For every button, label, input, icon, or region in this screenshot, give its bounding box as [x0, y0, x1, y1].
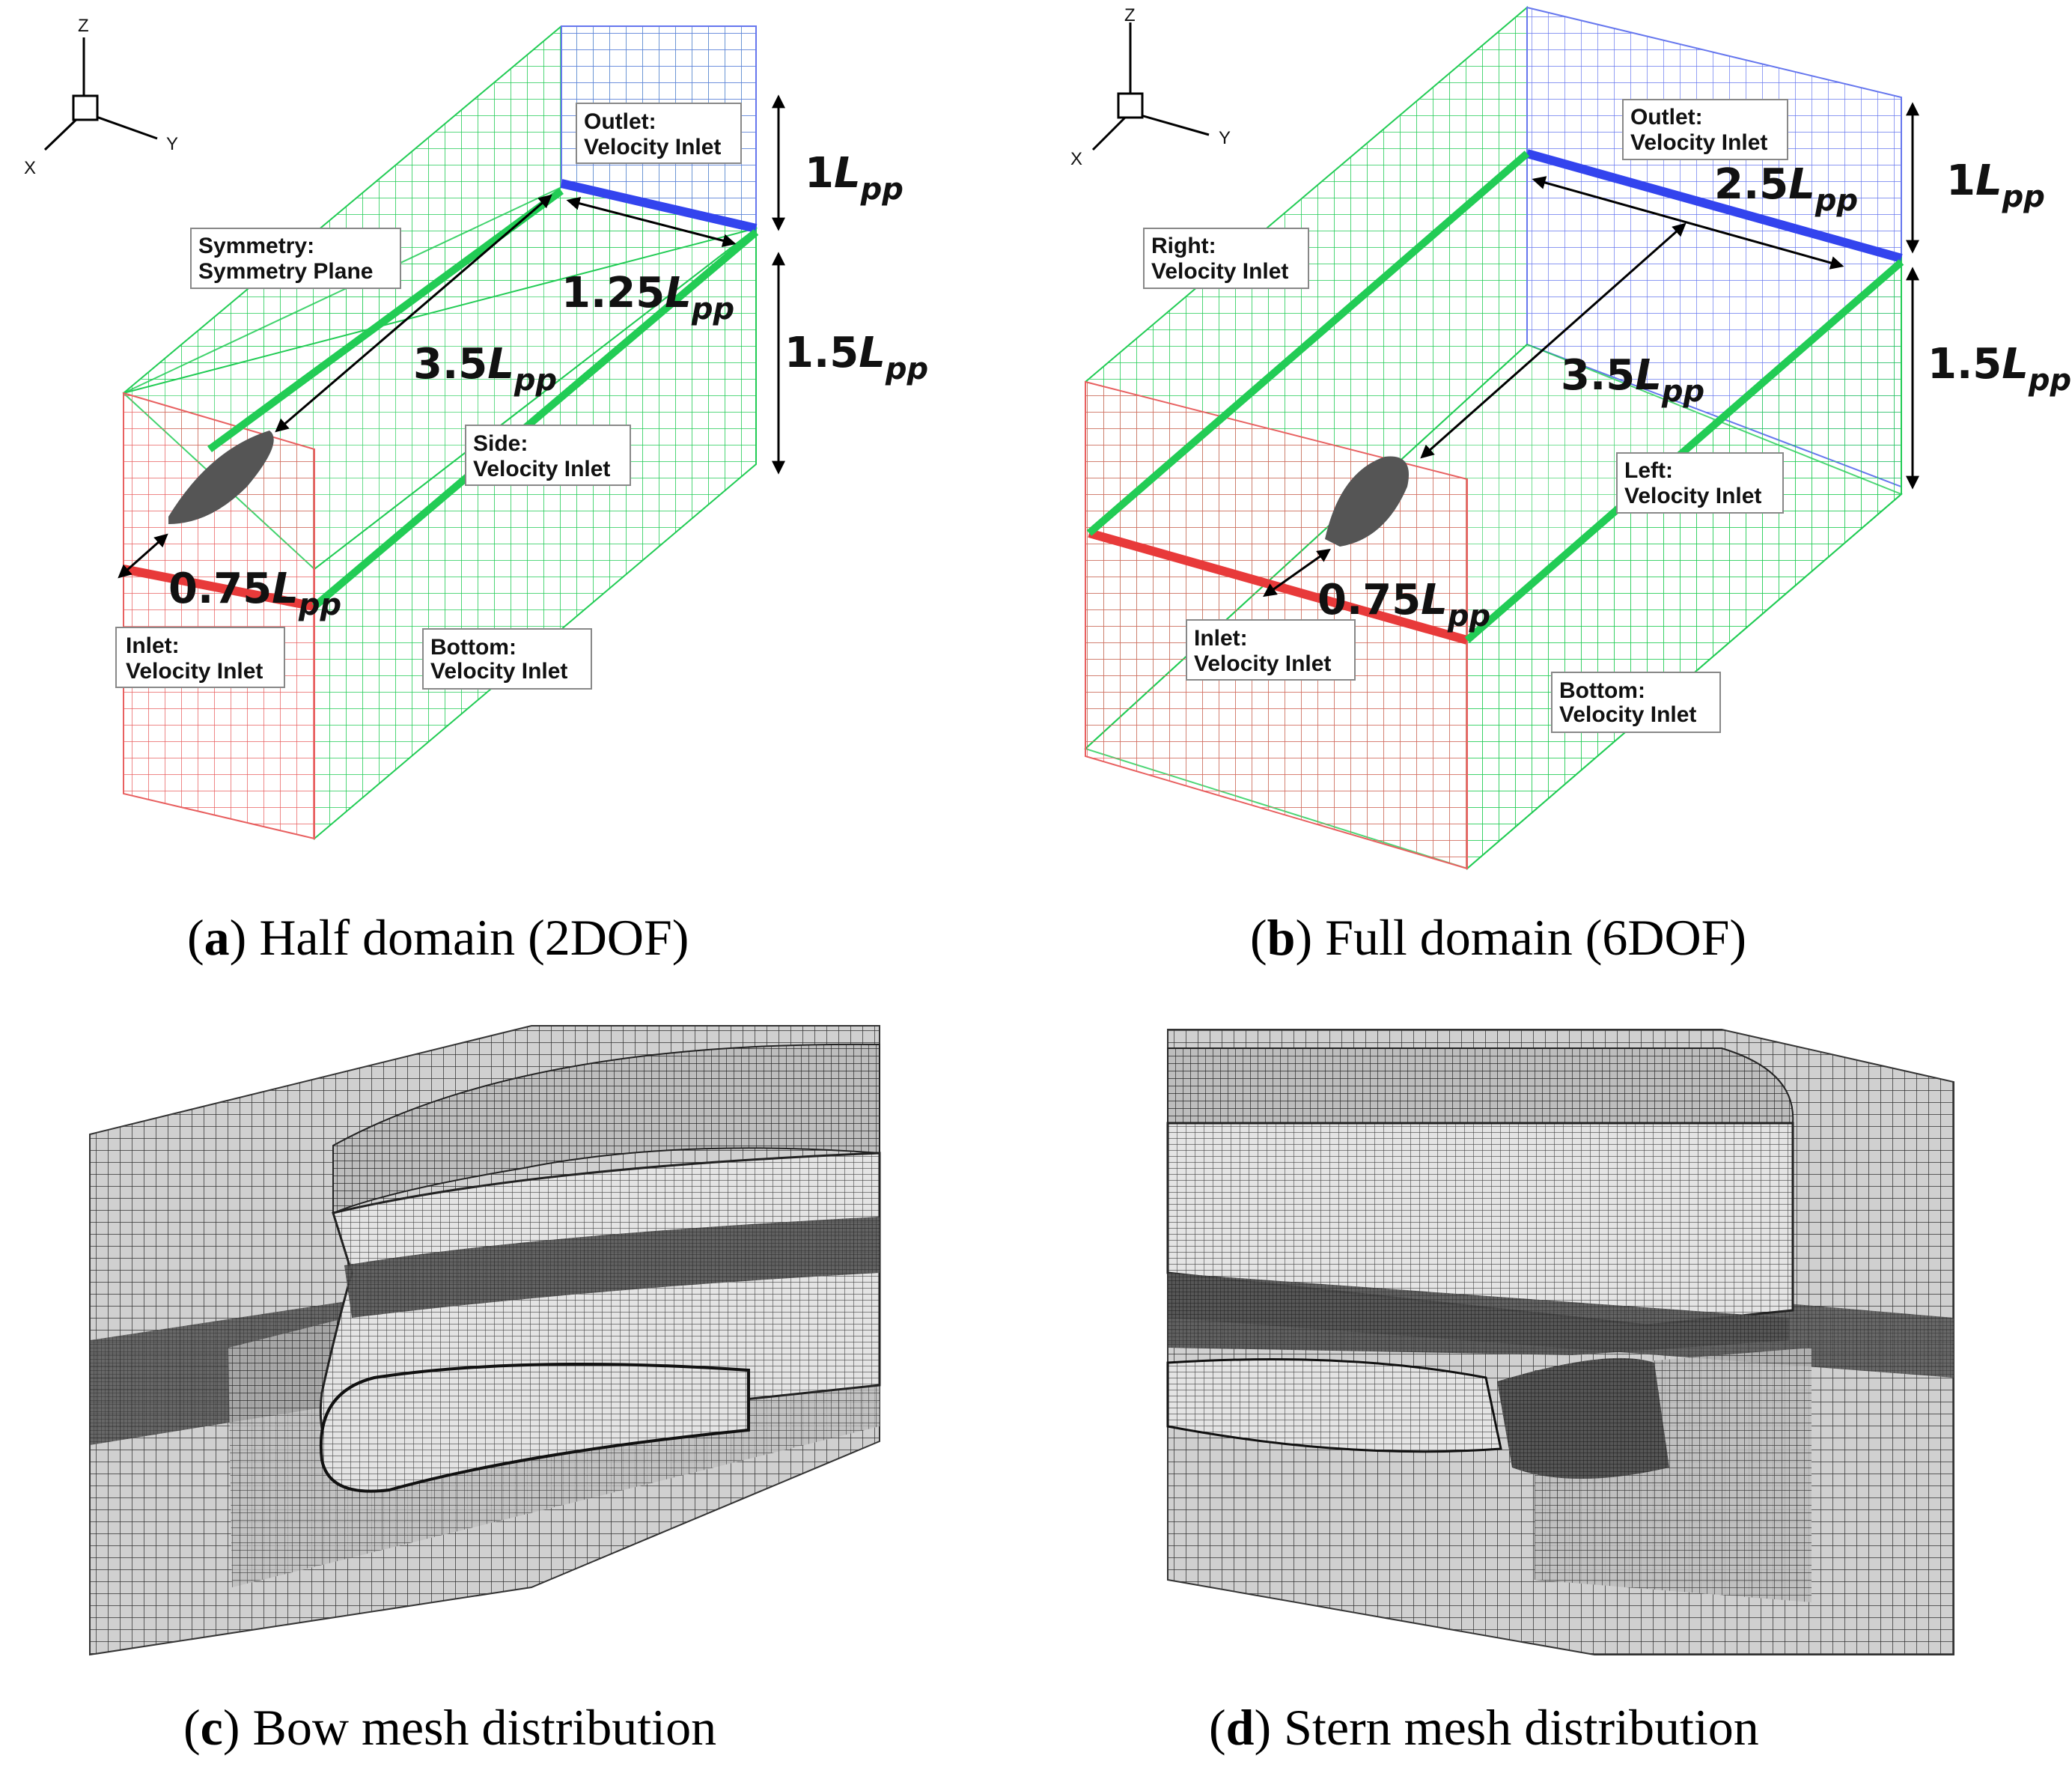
axis-y-label: Y [1219, 128, 1231, 148]
dim-075lpp-a: 0.75Lpp [168, 565, 341, 622]
axis-x-label: X [1070, 149, 1082, 169]
label-left-b: Left: Velocity Inlet [1616, 452, 1784, 514]
svg-text:Symmetry:: Symmetry: [198, 234, 314, 258]
right-waterline-b [1086, 150, 1530, 536]
dim-35lpp-b: 3.5Lpp [1561, 351, 1704, 409]
svg-text:Right:: Right: [1151, 234, 1216, 258]
dim-15lpp-a: 1.5Lpp [784, 329, 928, 386]
axis-y-label: Y [166, 134, 178, 154]
label-outlet-b: Outlet: Velocity Inlet [1622, 99, 1788, 160]
dim-125lpp-a: 1.25Lpp [561, 269, 734, 326]
svg-text:Left:: Left: [1624, 458, 1673, 483]
hull-b [1325, 456, 1409, 547]
panel-a: Z Y X Outlet: Velocity Inlet Symmetr [24, 16, 928, 966]
svg-text:Velocity Inlet: Velocity Inlet [430, 659, 567, 684]
panel-c: (c) Bow mesh distribution [89, 1025, 881, 1756]
label-right-b: Right: Velocity Inlet [1143, 228, 1309, 289]
axis-triad-a: Z Y X [24, 16, 178, 178]
svg-text:Velocity Inlet: Velocity Inlet [1559, 702, 1696, 727]
caption-a: (a) Half domain (2DOF) [187, 909, 689, 966]
svg-text:Inlet:: Inlet: [1194, 626, 1248, 651]
dim-arrow-075lpp-a [118, 533, 168, 579]
svg-text:Velocity Inlet: Velocity Inlet [1630, 130, 1767, 155]
label-inlet-b: Inlet: Velocity Inlet [1186, 619, 1356, 681]
label-bottom-b: Bottom: Velocity Inlet [1551, 672, 1721, 733]
stern-waterline-band [1168, 1273, 1789, 1355]
axis-z-label: Z [78, 16, 89, 36]
svg-text:Velocity Inlet: Velocity Inlet [1151, 259, 1288, 284]
dim-arrow-35lpp-a [275, 194, 552, 433]
dim-1lpp-b: 1Lpp [1946, 156, 2045, 214]
dim-arrow-35lpp-b [1420, 222, 1686, 459]
axis-triad-b: Z Y X [1070, 5, 1231, 169]
svg-text:Velocity Inlet: Velocity Inlet [1624, 484, 1761, 508]
bulbous-bow [319, 1363, 750, 1493]
bow-waterline-band [344, 1217, 880, 1318]
label-bottom-a: Bottom: Velocity Inlet [422, 628, 592, 690]
dim-075lpp-b: 0.75Lpp [1317, 576, 1490, 633]
svg-text:Outlet:: Outlet: [584, 109, 656, 134]
propeller-region [1497, 1357, 1669, 1479]
caption-b: (b) Full domain (6DOF) [1250, 909, 1746, 966]
hull-a [168, 431, 274, 524]
svg-text:Velocity Inlet: Velocity Inlet [126, 659, 263, 684]
propeller-shaft [1166, 1358, 1502, 1453]
label-outlet-a: Outlet: Velocity Inlet [576, 103, 742, 164]
dim-25lpp-b: 2.5Lpp [1714, 160, 1858, 218]
dim-arrow-25lpp-b [1532, 176, 1844, 270]
dim-arrow-125lpp-a [566, 196, 737, 248]
caption-d: (d) Stern mesh distribution [1209, 1699, 1759, 1756]
svg-text:Side:: Side: [473, 431, 528, 456]
panel-b: Z Y X Outlet: Velocity Inlet Right: Velo… [1070, 5, 2071, 966]
panel-d: (d) Stern mesh distribution [1166, 1029, 1954, 1756]
label-side-a: Side: Velocity Inlet [465, 425, 631, 486]
dim-1lpp-a: 1Lpp [805, 149, 904, 207]
label-inlet-a: Inlet: Velocity Inlet [115, 627, 285, 688]
dim-arrow-075lpp-b [1263, 548, 1331, 597]
svg-text:Velocity Inlet: Velocity Inlet [1194, 651, 1331, 676]
axis-z-label: Z [1124, 5, 1136, 25]
dim-15lpp-b: 1.5Lpp [1928, 340, 2071, 398]
label-symmetry-a: Symmetry: Symmetry Plane [190, 228, 401, 289]
caption-c: (c) Bow mesh distribution [183, 1699, 716, 1756]
svg-text:Bottom:: Bottom: [430, 635, 517, 660]
svg-text:Velocity Inlet: Velocity Inlet [473, 457, 610, 481]
bow-deck [332, 1043, 880, 1214]
stern-deck [1167, 1047, 1794, 1124]
axis-x-label: X [24, 158, 36, 178]
svg-text:Outlet:: Outlet: [1630, 105, 1703, 130]
svg-text:Symmetry Plane: Symmetry Plane [198, 259, 373, 284]
dim-35lpp-a: 3.5Lpp [413, 340, 557, 398]
svg-text:Velocity Inlet: Velocity Inlet [584, 135, 721, 159]
svg-text:Bottom:: Bottom: [1559, 678, 1645, 703]
svg-text:Inlet:: Inlet: [126, 633, 180, 658]
